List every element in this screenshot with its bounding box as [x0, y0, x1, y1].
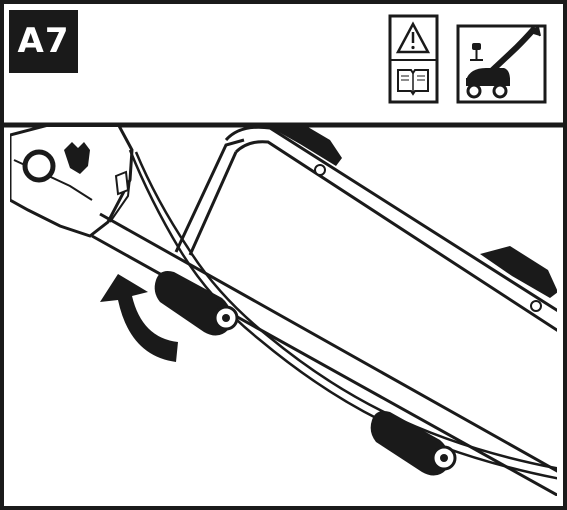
quick-release-lever-upper [154, 271, 239, 336]
upper-handle-frame [174, 127, 557, 332]
lower-handle-tubes [91, 149, 557, 496]
control-box [10, 127, 134, 238]
step-label: A7 [9, 10, 78, 73]
warning-read-manual-icon [388, 14, 439, 104]
rotate-up-arrow [100, 274, 178, 362]
lawnmower-handle-icon [456, 24, 547, 104]
quick-release-lever-lower [370, 411, 457, 476]
start-button-icon [22, 149, 56, 183]
